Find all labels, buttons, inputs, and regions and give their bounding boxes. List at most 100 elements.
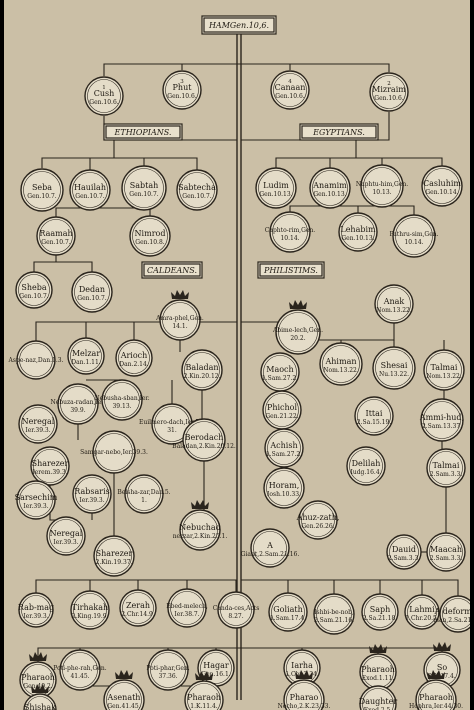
cartouche-caldeans: CALDEANS. [141, 261, 203, 279]
medallion-inner-ring [19, 343, 53, 377]
medallion-ring [18, 404, 58, 444]
medallion-inner-ring [87, 79, 121, 113]
lineage-connector [103, 63, 390, 76]
scripture-reference: Exod.2.5. [364, 707, 393, 710]
person-name: Maoch [266, 365, 293, 374]
person-name: Sabtecha [178, 183, 216, 192]
medallion-ring [16, 480, 56, 520]
person-name: Raamah [39, 229, 72, 238]
cartouche-label: ETHIOPIANS. [114, 128, 172, 137]
person-name: Neregal [22, 417, 55, 426]
person-name: Sabtah [130, 181, 159, 190]
medallion-ring [84, 76, 124, 116]
cartouche-ethiopians: ETHIOPIANS. [103, 123, 183, 141]
person-medallion-ebedmelech: Ebed-melech,Ier.38.7. [166, 588, 208, 628]
scripture-reference: Baladan,2.Kin.20.12. [172, 443, 236, 450]
person-name: Casluhim [423, 179, 461, 188]
person-name: Rab-mag [18, 603, 54, 612]
scripture-reference: 10.14. [280, 235, 299, 242]
medallion-inner-ring [364, 596, 396, 628]
person-name: Pharaoh [361, 665, 395, 674]
medallion-inner-ring [127, 477, 161, 511]
cartouche-egyptians: EGYPTIANS. [299, 123, 379, 141]
medallion-inner-ring [429, 535, 463, 569]
person-name: Hauilah [74, 183, 106, 192]
crown-icon [289, 300, 307, 309]
medallion-ring [159, 299, 201, 341]
scripture-reference: 1.Sam.27.2. [266, 451, 302, 458]
medallion-inner-ring [357, 399, 391, 433]
person-medallion-daughter: DaughterExod.2.5. [359, 685, 397, 710]
medallion-ring [101, 379, 143, 421]
scripture-reference: Gen.10.6. [89, 99, 118, 106]
medallion-inner-ring [322, 345, 360, 383]
crown-icon [195, 671, 213, 680]
person-name: Anamim [312, 181, 347, 190]
medallion-ring [176, 169, 218, 211]
person-name: Talmai [431, 363, 458, 372]
person-name: Poti-phe-rah,Gen. [53, 665, 106, 672]
scripture-reference: Gen.41.45. [107, 703, 140, 710]
medallion-inner-ring [18, 274, 50, 306]
person-name: Aspe-naz,Dan.1.3. [8, 357, 64, 364]
medallion-ring [421, 165, 463, 207]
person-name: Nebuza-radan,Ier. [51, 399, 106, 406]
medallion-inner-ring [258, 170, 294, 206]
medallion-number: 1 [102, 85, 106, 91]
medallion-inner-ring [184, 352, 220, 388]
person-name: Naphtu-him,Gen. [356, 181, 408, 188]
medallion-inner-ring [33, 449, 67, 483]
medallion-ring [298, 500, 338, 540]
medallion-ring [275, 309, 321, 355]
medallion-inner-ring [395, 217, 433, 255]
person-name: Sheba [21, 283, 46, 292]
medallion-inner-ring [75, 477, 109, 511]
scripture-reference: 2.Sa.15.19. [357, 419, 391, 426]
medallion-inner-ring [21, 595, 51, 625]
scripture-reference: 8.27. [228, 613, 243, 620]
scripture-reference: 2.Sam.3.3. [388, 555, 421, 562]
scripture-reference: Ier.39.3. [79, 497, 104, 504]
person-name: Neregal [50, 529, 83, 538]
medallion-ring [147, 649, 189, 691]
person-medallion-nebuzaradan: Nebuza-radan,Ier.39.9. [51, 383, 106, 425]
scripture-reference: Necho,2.K.23.33. [278, 703, 331, 710]
medallion-ring [181, 349, 223, 391]
medallion-inner-ring [272, 214, 308, 250]
person-name: Goliath [273, 605, 302, 614]
person-name: A [266, 541, 273, 550]
medallion-inner-ring [442, 598, 470, 630]
person-name: Ebed-melech, [166, 603, 208, 610]
person-name: Pharaoh [187, 693, 221, 702]
person-medallion-nebushasban: Nebusha-sban,Ier.39.13. [94, 379, 150, 421]
medallion-ring [217, 591, 255, 629]
lineage-connector [33, 261, 93, 272]
medallion-ring [415, 679, 457, 710]
person-name: Abime-lech,Gen. [272, 327, 323, 334]
medallion-inner-ring [377, 287, 411, 321]
medallion-inner-ring [278, 312, 318, 352]
person-name: A deformed [433, 607, 470, 616]
person-name: Dedan [79, 285, 105, 294]
person-medallion-samgarnebo: Samgar-nebo,Ier.39.3. [80, 430, 148, 474]
genealogy-sheet: HAMGen.10,6.ETHIOPIANS.EGYPTIANS.CALDEAN… [4, 0, 470, 710]
medallion-inner-ring [301, 503, 335, 537]
scripture-reference: Ierem.39.3. [32, 469, 67, 476]
medallion-inner-ring [21, 407, 55, 441]
medallion-inner-ring [389, 537, 419, 567]
scripture-reference: 10.14. [404, 239, 423, 246]
scripture-reference: 2.Sa.21.18. [363, 615, 397, 622]
medallion-inner-ring [118, 342, 150, 374]
medallion-inner-ring [426, 352, 462, 388]
